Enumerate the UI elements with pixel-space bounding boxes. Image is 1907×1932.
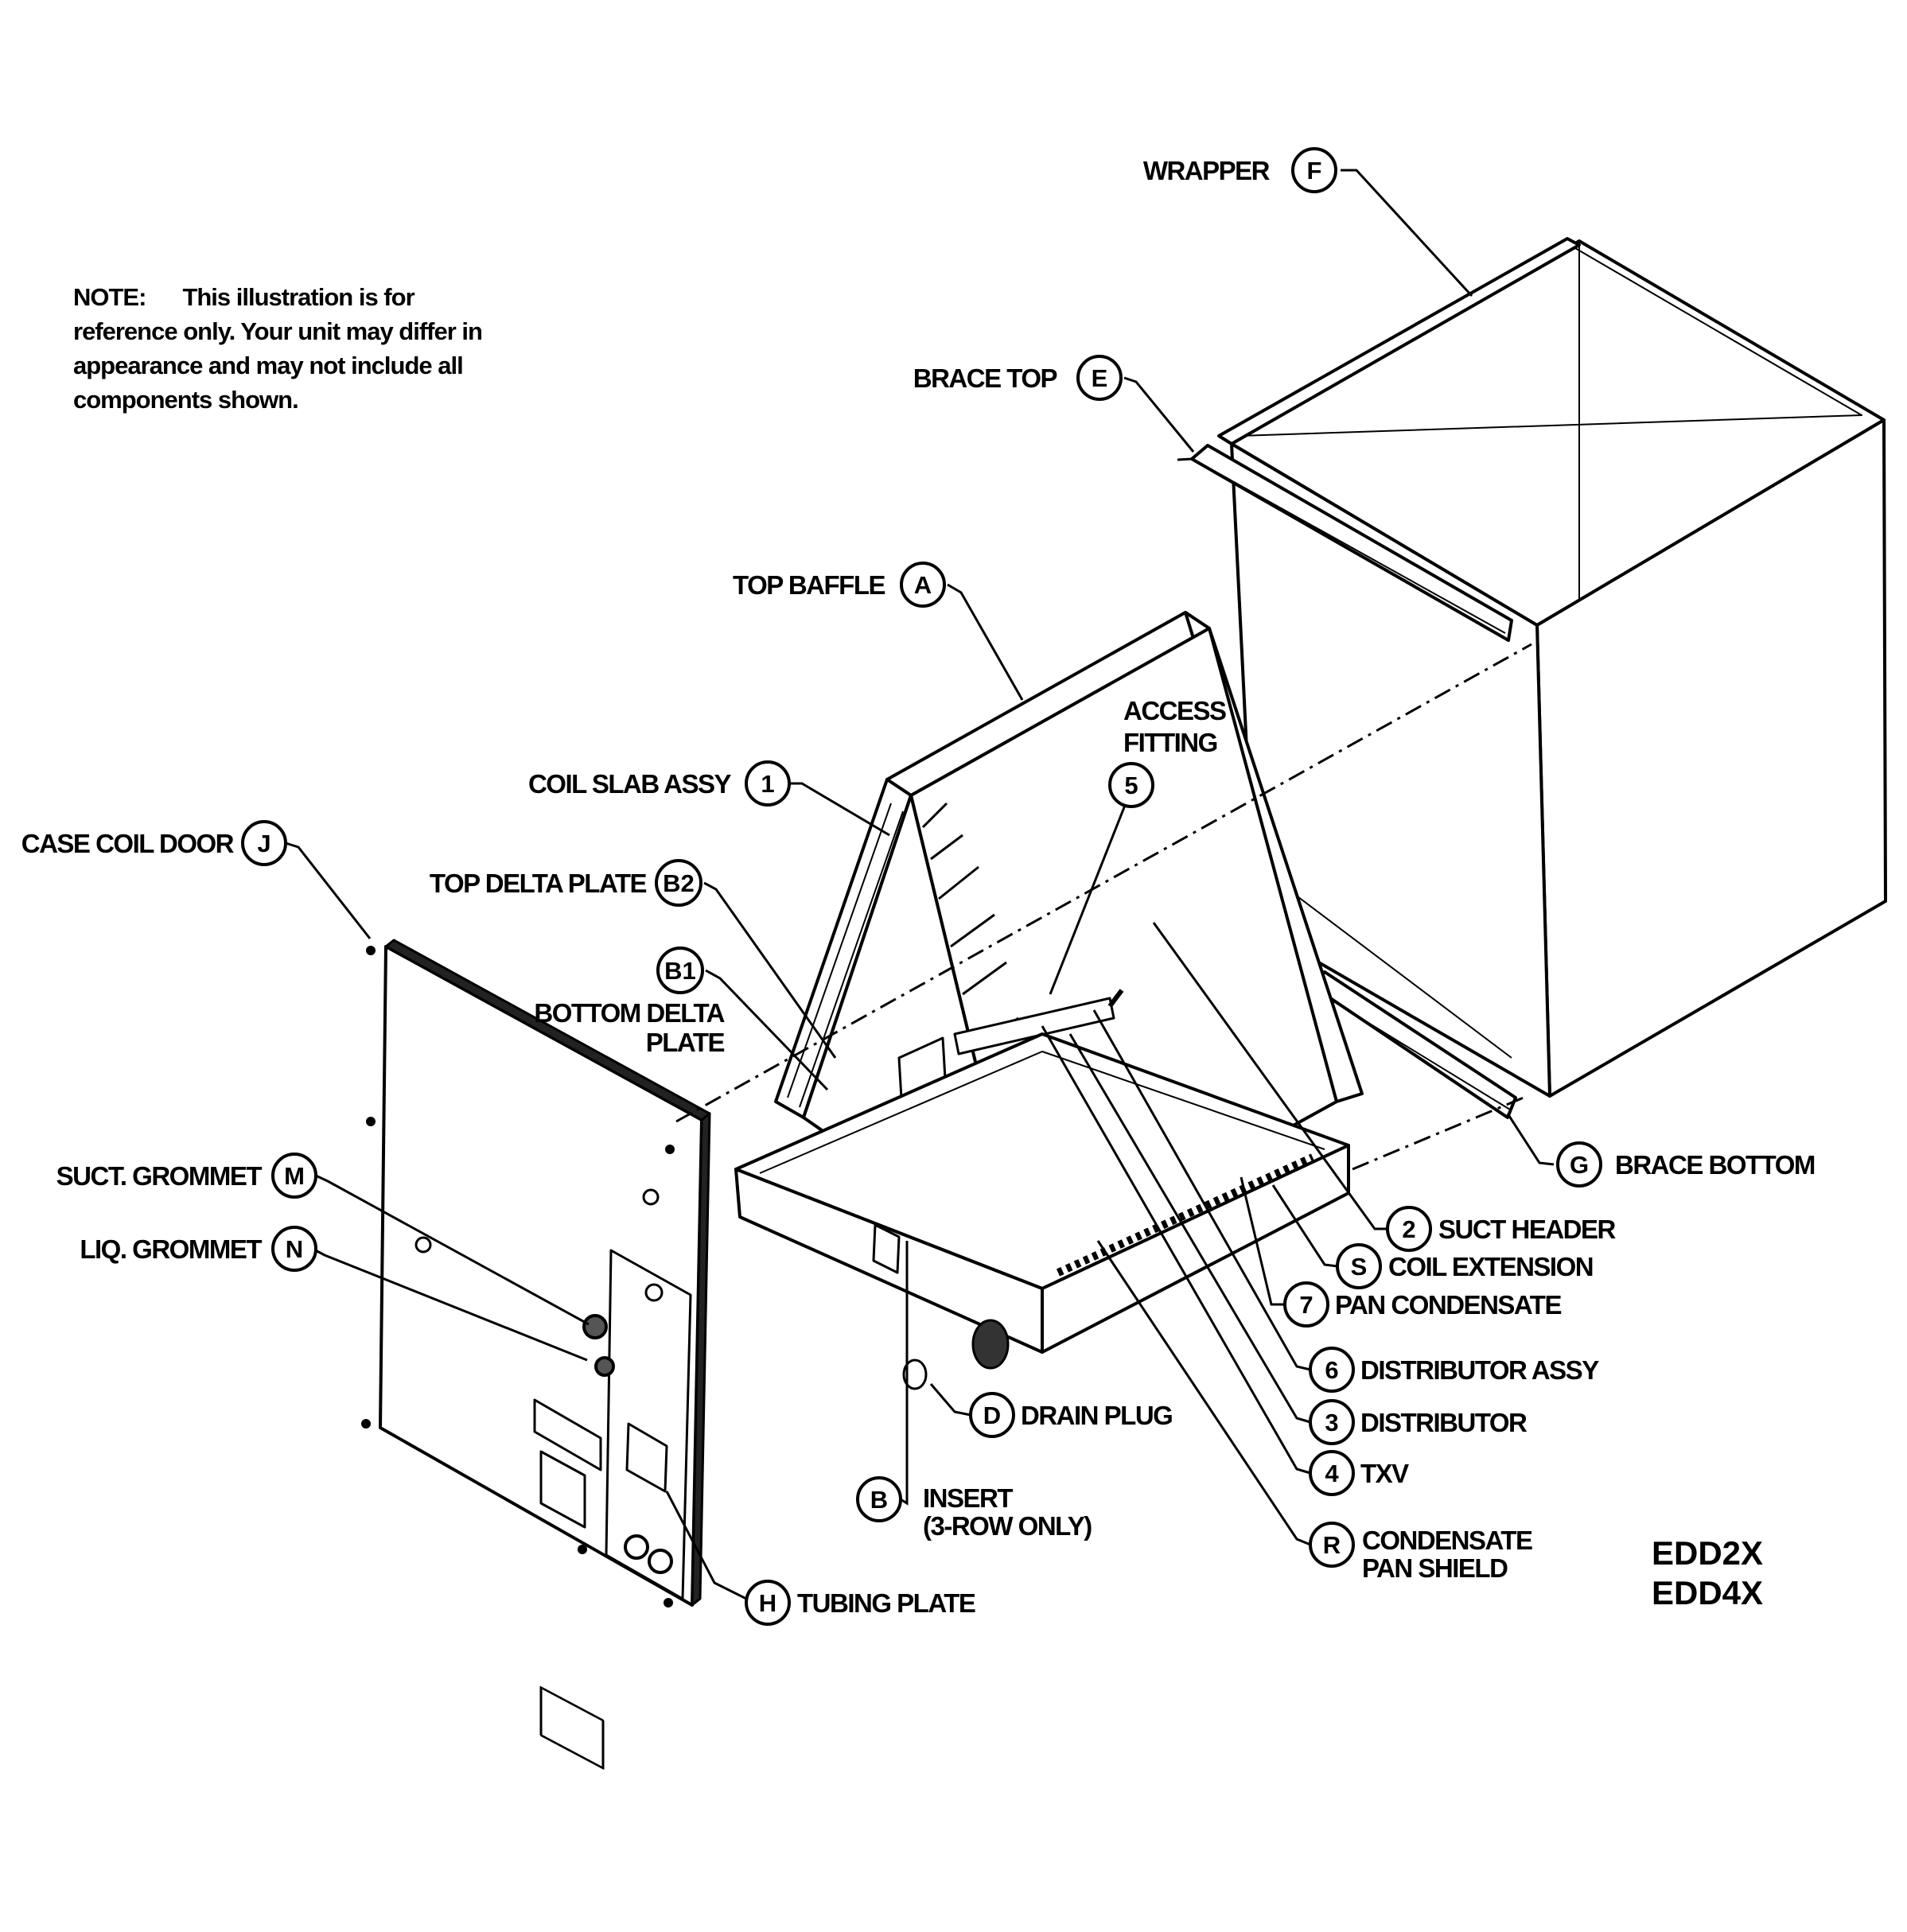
label-coil-extension: COIL EXTENSION [1388, 1252, 1593, 1281]
callout-id-E: E [1092, 364, 1108, 392]
label-condensate-pan-shield-1: CONDENSATE [1362, 1526, 1532, 1555]
callout-circle-3 [1309, 1399, 1355, 1445]
callout-labels: WRAPPER BRACE TOP TOP BAFFLE ACCESS FITT… [21, 156, 1816, 1618]
label-top-delta-plate: TOP DELTA PLATE [430, 869, 647, 898]
callout-id-F: F [1307, 157, 1322, 185]
callout-circle-D [969, 1392, 1015, 1438]
callout-id-N: N [286, 1235, 303, 1263]
model-numbers: EDD2X EDD4X [1652, 1534, 1763, 1613]
label-bottom-delta-plate-1: BOTTOM DELTA [534, 998, 724, 1028]
reference-note: NOTE:This illustration is for reference … [73, 280, 487, 417]
callout-id-4: 4 [1325, 1460, 1339, 1487]
label-drain-plug: DRAIN PLUG [1021, 1401, 1172, 1430]
callout-circle-S [1336, 1243, 1382, 1289]
callout-id-B: B [870, 1486, 888, 1514]
callout-id-6: 6 [1325, 1356, 1338, 1384]
label-case-coil-door: CASE COIL DOOR [21, 829, 235, 858]
label-txv: TXV [1360, 1459, 1409, 1488]
callout-id-D: D [983, 1401, 1001, 1429]
callout-circle-M [271, 1153, 317, 1199]
label-access-fitting-2: FITTING [1123, 728, 1217, 757]
model-number: EDD2X [1652, 1534, 1764, 1572]
label-suct-grommet: SUCT. GROMMET [56, 1161, 263, 1191]
callout-circle-N [271, 1226, 317, 1272]
label-brace-bottom: BRACE BOTTOM [1615, 1150, 1815, 1180]
callout-id-7: 7 [1299, 1291, 1313, 1319]
label-condensate-pan-shield-2: PAN SHIELD [1362, 1553, 1508, 1583]
callout-circle-5 [1108, 762, 1154, 808]
label-top-baffle: TOP BAFFLE [733, 570, 885, 600]
callout-circle-B [856, 1476, 902, 1522]
label-suct-header: SUCT HEADER [1438, 1215, 1617, 1244]
assembly-lines [675, 457, 1532, 1171]
callout-id-H: H [759, 1589, 776, 1617]
callout-id-J: J [257, 830, 270, 857]
callout-circles [241, 147, 1602, 1626]
callout-circle-J [241, 820, 287, 866]
label-tubing-plate: TUBING PLATE [797, 1588, 975, 1618]
wrapper-drawing [1230, 239, 1887, 1098]
brace-top-drawing [1190, 237, 1581, 642]
model-number: EDD4X [1652, 1574, 1764, 1611]
callout-circle-A [900, 562, 946, 608]
callout-id-3: 3 [1325, 1409, 1338, 1436]
note-label: NOTE: [73, 283, 146, 311]
callout-circle-6 [1309, 1347, 1355, 1393]
callout-circle-1 [745, 760, 791, 807]
label-brace-top: BRACE TOP [913, 363, 1057, 393]
callout-circle-4 [1309, 1450, 1355, 1496]
callout-circle-2 [1386, 1206, 1432, 1252]
condensate-pan-drawing [734, 1032, 1350, 1390]
note-text: This illustration is for reference only.… [73, 283, 483, 414]
case-coil-door-drawing [379, 939, 711, 1770]
callout-id-A: A [914, 571, 932, 599]
callout-id-5: 5 [1124, 772, 1138, 799]
label-access-fitting-1: ACCESS [1123, 696, 1226, 725]
callout-id-R: R [1323, 1531, 1341, 1559]
callout-circle-F [1291, 147, 1337, 193]
callout-circle-H [745, 1580, 791, 1626]
label-distributor-assy: DISTRIBUTOR ASSY [1360, 1355, 1599, 1385]
callout-id-B2: B2 [663, 869, 695, 897]
callout-circle-E [1076, 355, 1123, 401]
callout-circle-R [1309, 1522, 1355, 1568]
label-liq-grommet: LIQ. GROMMET [80, 1234, 262, 1264]
callout-id-1: 1 [761, 770, 774, 798]
door-screws [361, 946, 675, 1607]
callout-id-M: M [284, 1162, 305, 1190]
callout-id-G: G [1570, 1151, 1589, 1179]
label-insert-1: INSERT [923, 1483, 1013, 1513]
label-bottom-delta-plate-2: PLATE [646, 1028, 725, 1057]
callout-id-2: 2 [1402, 1215, 1415, 1243]
label-wrapper: WRAPPER [1143, 156, 1271, 185]
callout-circle-B1 [656, 947, 704, 994]
callout-circle-B2 [655, 859, 702, 907]
label-insert-2: (3-ROW ONLY) [923, 1511, 1092, 1541]
label-distributor: DISTRIBUTOR [1360, 1408, 1528, 1437]
callout-ids: F E A 5 1 J B2 B1 G M N 2 S 7 6 D 3 4 B … [257, 157, 1589, 1617]
callout-circle-7 [1283, 1281, 1329, 1328]
label-coil-slab-assy: COIL SLAB ASSY [528, 769, 732, 799]
callout-circle-G [1556, 1141, 1602, 1188]
callout-id-B1: B1 [664, 957, 696, 985]
label-pan-condensate: PAN CONDENSATE [1335, 1290, 1561, 1320]
callout-id-S: S [1351, 1253, 1368, 1281]
